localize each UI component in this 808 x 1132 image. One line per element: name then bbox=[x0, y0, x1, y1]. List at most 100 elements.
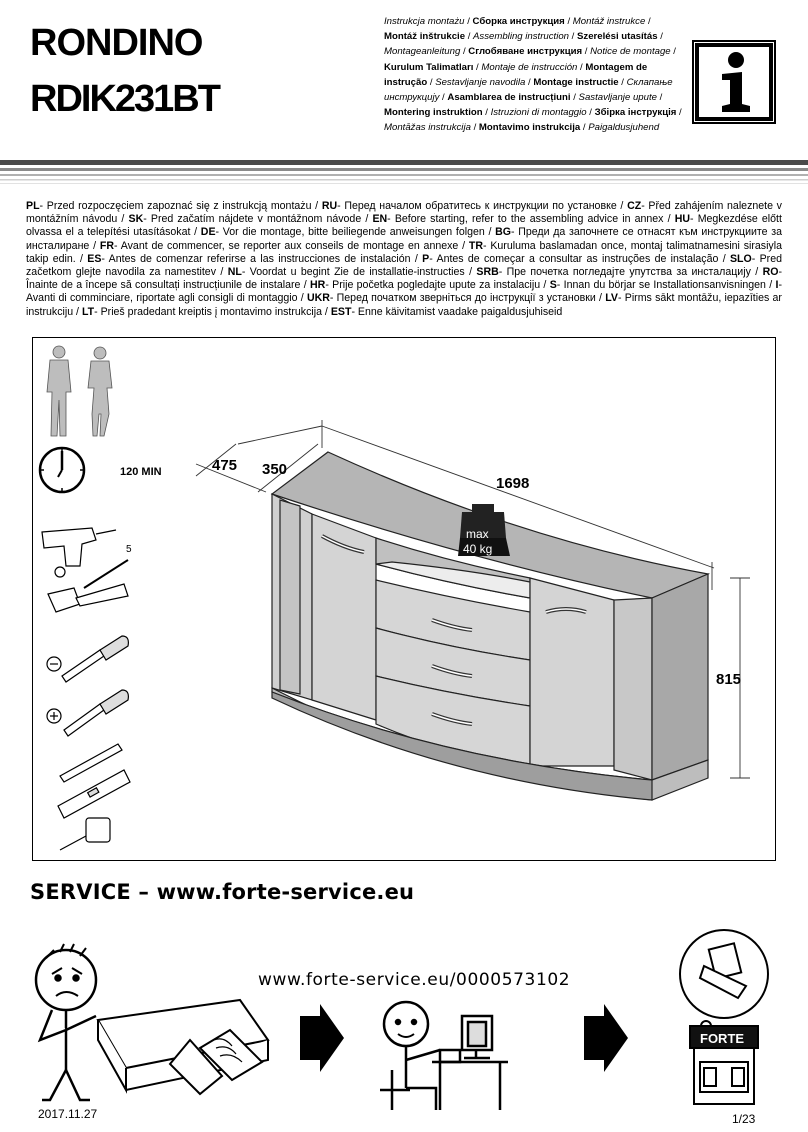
language-title: Montāžas instrukcija bbox=[384, 122, 471, 134]
language-code: SLO bbox=[729, 252, 752, 265]
max-load-label: max bbox=[466, 527, 489, 541]
angry-person-figure bbox=[34, 943, 98, 1102]
language-title: Notice de montage bbox=[590, 46, 671, 58]
spirit-level-icon bbox=[57, 769, 131, 819]
language-instruction: Przed rozpoczęciem zapoznać się z instru… bbox=[46, 200, 312, 212]
language-code: HU bbox=[674, 213, 691, 226]
language-instruction: Înainte de a începe să consultați instru… bbox=[26, 279, 301, 292]
brand-label: FORTE bbox=[700, 1031, 744, 1046]
language-instruction: Megkezdése előtt olvassa el a telepítési… bbox=[26, 213, 782, 239]
assembly-time-label: 120 MIN bbox=[120, 466, 162, 478]
screw-size-label: 5 bbox=[126, 544, 132, 555]
language-instruction: Pred začetkom glejte navodila za namesti… bbox=[26, 252, 782, 279]
language-code: RU bbox=[321, 200, 338, 212]
language-code: PL bbox=[26, 200, 40, 212]
language-instruction: Innan du börjar se Installationsanvisnin… bbox=[563, 279, 766, 292]
language-title: Asamblarea de instrucțiuni bbox=[447, 92, 571, 104]
language-title: Сборка инструкция bbox=[472, 16, 565, 27]
language-code: LV bbox=[605, 292, 618, 305]
language-code: SRB bbox=[476, 266, 499, 279]
language-instruction: Avant de commencer, se reporter aux cons… bbox=[120, 239, 459, 252]
language-title: Склапање инструкцију bbox=[384, 76, 673, 104]
language-code: HR bbox=[310, 279, 326, 292]
instruction-language-list: Instrukcja montażu / Сборка инструкция /… bbox=[384, 16, 682, 134]
service-url-link[interactable]: www.forte-service.eu/0000573102 bbox=[258, 970, 571, 990]
language-instruction: Kuruluma baslamadan once, montaj talimat… bbox=[26, 239, 782, 265]
language-code: S bbox=[549, 279, 557, 292]
language-instruction: Перед початком зверніться до інструкції … bbox=[336, 292, 596, 305]
language-code: UKR bbox=[306, 292, 330, 305]
language-instruction: Antes de começar a consultar as instruçõ… bbox=[436, 252, 719, 265]
language-instruction: Před zahájením naleznete v montážním náv… bbox=[26, 200, 782, 226]
hammer-icon bbox=[47, 583, 129, 613]
language-title: Istruzioni di montaggio bbox=[490, 107, 587, 119]
depth-total-dimension: 475 bbox=[212, 457, 237, 474]
info-icon bbox=[692, 40, 776, 124]
language-code: BG bbox=[495, 226, 512, 239]
max-load-value: 40 kg bbox=[463, 542, 492, 556]
language-instruction: Voordat u begint Zie de installatie-inst… bbox=[249, 266, 465, 279]
language-instruction: Pred začatím nájdete v montážnom návode bbox=[150, 213, 362, 226]
drill-icon bbox=[41, 527, 129, 589]
language-title: Paigaldusjuhend bbox=[588, 122, 660, 134]
clock-icon bbox=[38, 446, 86, 494]
language-instruction: Prije početka pogledajte upute za instal… bbox=[332, 279, 541, 292]
two-persons-icon bbox=[46, 345, 113, 437]
language-title: Sestavljanje navodila bbox=[435, 76, 526, 88]
language-instruction: Enne käivitamist vaadake paigaldusjuhise… bbox=[357, 305, 563, 318]
language-title: Montáž inštrukcie bbox=[384, 31, 466, 43]
product-title: RONDINO bbox=[30, 22, 203, 64]
language-title: Kurulum Talimatları bbox=[384, 61, 474, 73]
intro-paragraph: PL- Przed rozpoczęciem zapoznać się z in… bbox=[26, 200, 783, 318]
language-code: DE bbox=[200, 226, 216, 239]
depth-top-dimension: 350 bbox=[262, 461, 287, 478]
language-instruction: Перед началом обратитесь к инструкции по… bbox=[344, 200, 617, 212]
tape-measure-icon bbox=[59, 817, 111, 851]
language-instruction: Avanti di comminciare, riportate agli co… bbox=[26, 292, 298, 305]
language-instruction: Before starting, refer to the assembling… bbox=[394, 213, 664, 226]
language-code: EST bbox=[330, 305, 352, 318]
language-instruction: Pirms sākt montāžu, iepazīties ar instru… bbox=[26, 292, 782, 318]
language-instruction: Prieš pradedant kreiptis į montavimo ins… bbox=[100, 305, 322, 318]
forte-store-icon bbox=[689, 1025, 759, 1105]
language-title: Montering instruktion bbox=[384, 107, 483, 119]
language-code: P bbox=[422, 252, 430, 265]
language-code: NL bbox=[227, 266, 242, 279]
overview-frame bbox=[32, 337, 776, 861]
phillips-screwdriver-icon bbox=[46, 689, 129, 737]
language-title: Montaje de instrucción bbox=[481, 61, 578, 73]
language-code: LT bbox=[81, 305, 95, 318]
product-code: RDIK231BT bbox=[30, 78, 221, 120]
language-code: FR bbox=[99, 239, 114, 252]
language-code: ES bbox=[87, 252, 102, 265]
flat-pack-box-icon bbox=[96, 998, 270, 1096]
dimension-lines bbox=[195, 420, 750, 779]
language-code: CZ bbox=[627, 200, 642, 212]
language-instruction: Пре почетка погледајте упутства за инста… bbox=[506, 266, 751, 279]
language-title: Instrukcja montażu bbox=[384, 16, 465, 27]
language-code: TR bbox=[468, 239, 483, 252]
language-title: Montáž instrukce bbox=[572, 16, 646, 27]
language-code: SK bbox=[128, 213, 144, 226]
person-at-computer-figure bbox=[380, 1000, 508, 1110]
language-title: Szerelési utasítás bbox=[577, 31, 658, 43]
flat-screwdriver-icon bbox=[46, 635, 129, 683]
language-instruction: Antes de comenzar referirse a las instru… bbox=[108, 252, 411, 265]
height-dimension: 815 bbox=[716, 671, 741, 688]
language-instruction: Преди да започнете се отнасят към инстру… bbox=[26, 226, 783, 252]
language-title: Збірка інструкція bbox=[594, 107, 677, 119]
language-code: EN bbox=[372, 213, 388, 226]
language-code: RO bbox=[762, 266, 779, 279]
arrow-right-icon bbox=[584, 1004, 628, 1072]
page-number: 1/23 bbox=[732, 1112, 756, 1126]
pencil-icon bbox=[59, 743, 123, 783]
header-stripe bbox=[0, 160, 808, 184]
language-title: Montage instructie bbox=[533, 76, 619, 88]
language-title: Assembling instruction bbox=[473, 31, 570, 43]
language-instruction: Vor die montage, bitte beiliegende anwei… bbox=[222, 226, 485, 239]
document-date: 2017.11.27 bbox=[38, 1107, 98, 1121]
width-dimension: 1698 bbox=[496, 475, 529, 492]
arrow-right-icon bbox=[300, 1004, 344, 1072]
language-title: Montagem de instrução bbox=[384, 61, 648, 88]
